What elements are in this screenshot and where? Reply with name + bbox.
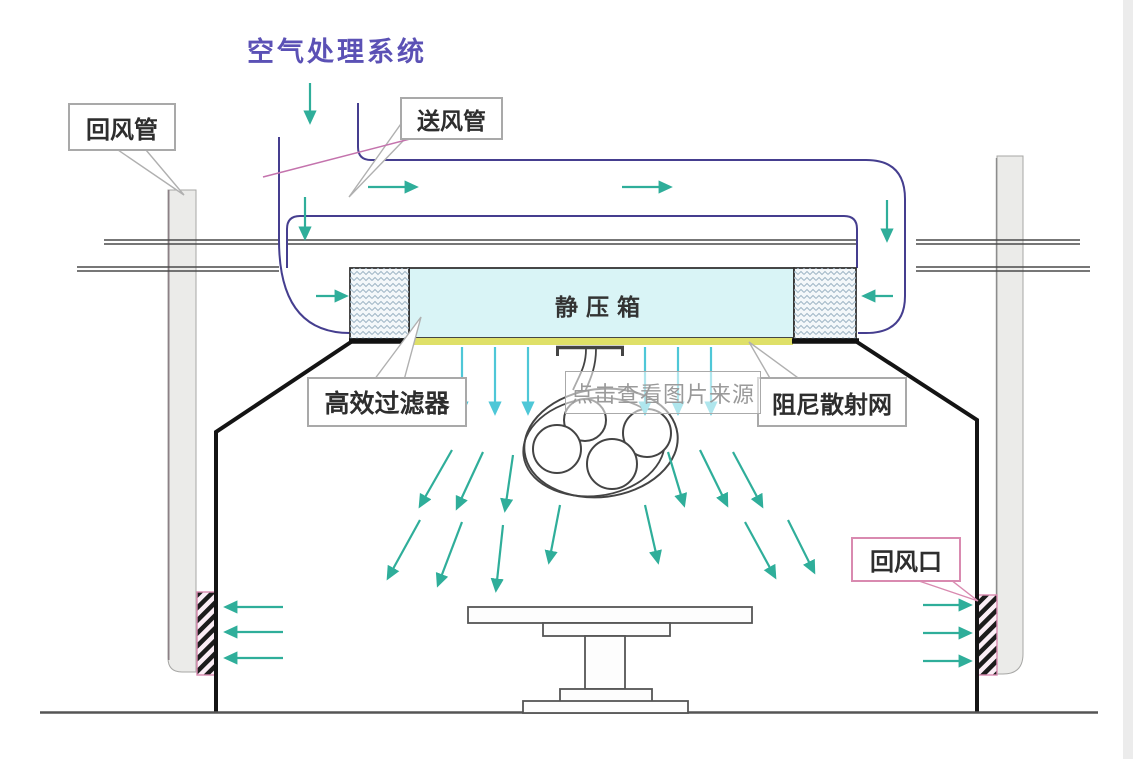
callout-hepa-filter: 高效过滤器 xyxy=(307,377,467,427)
hepa-filter-left xyxy=(349,267,410,340)
return-grille-right xyxy=(977,594,998,676)
hepa-filter-right xyxy=(793,267,857,340)
page-edge-strip xyxy=(1123,0,1133,759)
return-airflow-arrows-right xyxy=(923,598,973,668)
callout-damping-net: 阻尼散射网 xyxy=(757,377,907,427)
ceiling-slab xyxy=(77,239,1090,272)
return-airflow-arrows-left xyxy=(223,600,283,665)
operating-lamp xyxy=(522,345,679,499)
operating-table xyxy=(467,606,753,714)
callout-return-outlet: 回风口 xyxy=(851,537,961,582)
static-pressure-box xyxy=(408,267,795,339)
room-airflow-arrows xyxy=(386,449,816,593)
plenum-label: 静压箱 xyxy=(555,294,648,320)
callout-supply-duct: 送风管 xyxy=(400,97,503,140)
return-duct-right-shaft xyxy=(995,155,1024,675)
watermark-source-link[interactable]: 点击查看图片来源 xyxy=(565,371,761,414)
callout-pointers xyxy=(115,118,979,602)
callout-return-outlet-label: 回风口 xyxy=(870,549,942,576)
room-walls xyxy=(214,340,979,713)
diagram-title: 空气处理系统 xyxy=(247,37,427,67)
fan-unit-housing xyxy=(286,215,858,268)
return-duct-left-shaft xyxy=(167,189,197,673)
callout-damping-net-label: 阻尼散射网 xyxy=(772,391,892,419)
return-grille-left xyxy=(196,591,217,676)
callout-return-duct-label: 回风管 xyxy=(86,116,158,144)
damping-diffusion-net-strip xyxy=(409,338,793,345)
supply-duct-outline xyxy=(278,103,906,334)
callout-supply-duct-label: 送风管 xyxy=(417,107,486,134)
callout-return-duct: 回风管 xyxy=(68,103,176,151)
supply-airflow-arrows xyxy=(298,83,894,303)
callout-hepa-filter-label: 高效过滤器 xyxy=(324,390,450,418)
